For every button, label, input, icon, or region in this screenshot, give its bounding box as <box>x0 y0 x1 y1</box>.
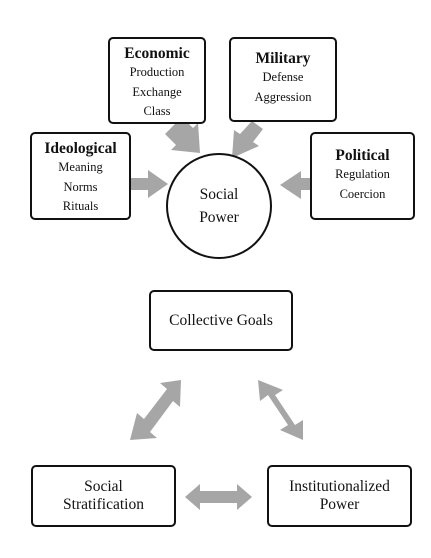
social-stratification-box: Social Stratification <box>31 465 176 527</box>
ideological-title: Ideological <box>44 140 117 157</box>
arrow-political-to-power <box>280 171 310 199</box>
arrow-collective-institutional <box>258 380 303 440</box>
political-title: Political <box>335 147 390 164</box>
political-item: Regulation <box>335 167 390 181</box>
stratification-line2: Stratification <box>63 496 144 513</box>
military-item: Aggression <box>254 89 312 104</box>
economic-item: Exchange <box>132 84 182 99</box>
political-box: Political Regulation Coercion <box>310 132 415 220</box>
arrow-stratification-institutional <box>185 484 252 510</box>
ideological-item: Meaning <box>58 160 103 174</box>
institutional-line2: Power <box>319 496 360 513</box>
military-title: Military <box>255 50 311 67</box>
arrow-ideological-to-power <box>131 170 168 198</box>
social-power-circle: Social Power <box>166 153 272 259</box>
economic-box: Economic Production Exchange Class <box>108 37 206 124</box>
economic-title: Economic <box>124 45 190 62</box>
military-box: Military Defense Aggression <box>229 37 337 122</box>
economic-item: Class <box>143 104 171 118</box>
arrow-economic-to-power <box>165 117 200 153</box>
arrow-military-to-power <box>232 121 263 158</box>
stratification-line1: Social <box>84 478 123 495</box>
arrow-collective-stratification <box>130 380 181 440</box>
collective-goals-label: Collective Goals <box>169 311 273 329</box>
ideological-box: Ideological Meaning Norms Rituals <box>30 132 131 220</box>
ideological-item: Norms <box>63 179 98 194</box>
military-item: Defense <box>262 70 304 84</box>
collective-goals-box: Collective Goals <box>149 290 293 351</box>
social-power-line1: Social <box>199 186 239 203</box>
institutional-line1: Institutionalized <box>289 478 390 495</box>
ideological-item: Rituals <box>62 199 99 213</box>
institutionalized-power-box: Institutionalized Power <box>267 465 412 527</box>
social-power-line2: Power <box>199 209 239 226</box>
political-item: Coercion <box>339 186 386 201</box>
economic-item: Production <box>129 65 185 79</box>
